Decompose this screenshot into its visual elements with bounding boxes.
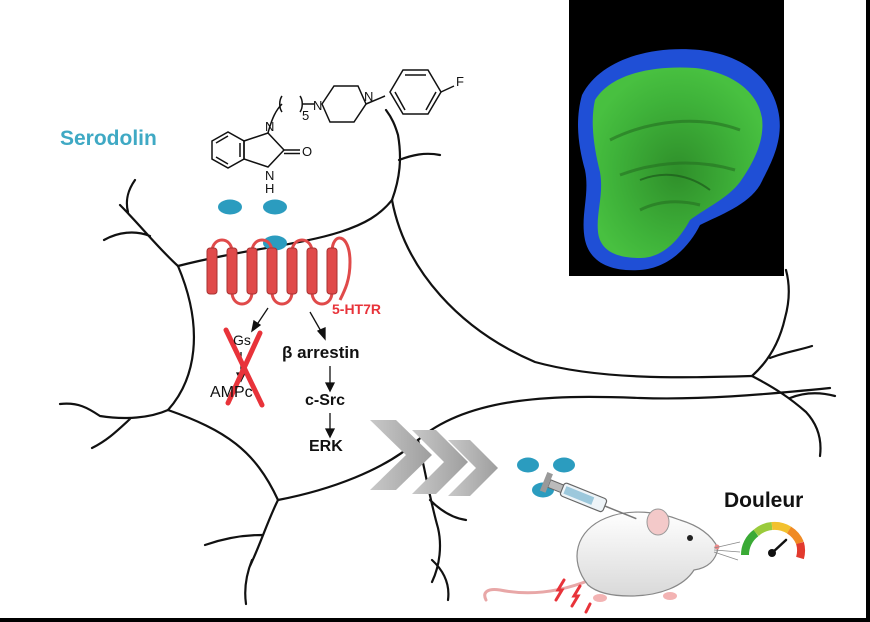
chain-brackets — [279, 95, 303, 113]
chemical-structure — [211, 69, 455, 169]
atom-n-piperazine-1: N — [313, 98, 322, 113]
atom-o: O — [302, 144, 312, 159]
pathway-erk-label: ERK — [309, 438, 343, 455]
neuron-outline — [58, 108, 837, 606]
chemical-atom-labels: N N H O N N F 5 — [265, 74, 464, 196]
mouse-feet — [593, 592, 677, 602]
phenyl-to-fluorine — [440, 85, 455, 93]
chain-repeat-index: 5 — [302, 108, 309, 123]
dendrite-bottom — [203, 498, 280, 606]
micrograph-dark-fold — [639, 173, 711, 191]
benzene-inner-bonds — [215, 135, 241, 165]
atom-n-upper: N — [265, 119, 274, 134]
pain-marks-icon — [554, 578, 592, 614]
receptor-5ht7 — [206, 236, 352, 306]
dendrite-top-left — [102, 178, 180, 268]
fluorophenyl-ring — [389, 69, 442, 115]
atom-n-piperazine-2: N — [364, 89, 373, 104]
neuron-membrane-bottom-left — [166, 408, 280, 502]
chevron-arrows — [370, 420, 498, 496]
drug-molecules-extracellular — [218, 199, 287, 251]
receptor-loops — [210, 236, 352, 306]
imidazolone-ring — [243, 132, 286, 168]
neuron-membrane-axon-lower — [416, 386, 832, 442]
benzene-ring — [211, 131, 245, 169]
micrograph-texture — [609, 119, 741, 212]
drug-name-title: Serodolin — [60, 127, 157, 150]
inhibition-cross — [223, 327, 265, 408]
neuron-membrane-right — [390, 198, 754, 379]
pathway-arrestin-label: β arrestin — [282, 343, 360, 362]
neuron-membrane-left — [166, 264, 195, 412]
mouse-illustration — [483, 508, 741, 614]
mouse-tail — [483, 578, 592, 602]
mouse-eye — [687, 535, 693, 541]
signaling-arrows — [235, 307, 336, 439]
pain-label: Douleur — [724, 489, 804, 512]
brain-micrograph — [569, 0, 784, 276]
mouse-ear — [646, 508, 670, 536]
dendrite-right — [750, 268, 837, 458]
dendrite-top — [384, 108, 442, 202]
mouse-whiskers — [713, 541, 741, 561]
pathway-gs-label: Gs — [233, 332, 251, 348]
dendrite-left — [58, 402, 170, 450]
piperazine-ring — [321, 85, 367, 123]
piperazine-to-phenyl — [365, 95, 386, 105]
receptor-label: 5-HT7R — [332, 301, 382, 317]
fluorophenyl-inner-bonds — [394, 74, 437, 111]
pathway-ampc-label: AMPc — [210, 384, 253, 401]
atom-n-lower: N — [265, 168, 274, 183]
neuron-membrane-top — [176, 198, 394, 268]
pathway-csrc-label: c-Src — [305, 392, 346, 409]
syringe-icon — [539, 471, 637, 520]
atom-f: F — [456, 74, 464, 89]
atom-h: H — [265, 181, 274, 196]
pain-gauge-icon — [740, 521, 806, 560]
